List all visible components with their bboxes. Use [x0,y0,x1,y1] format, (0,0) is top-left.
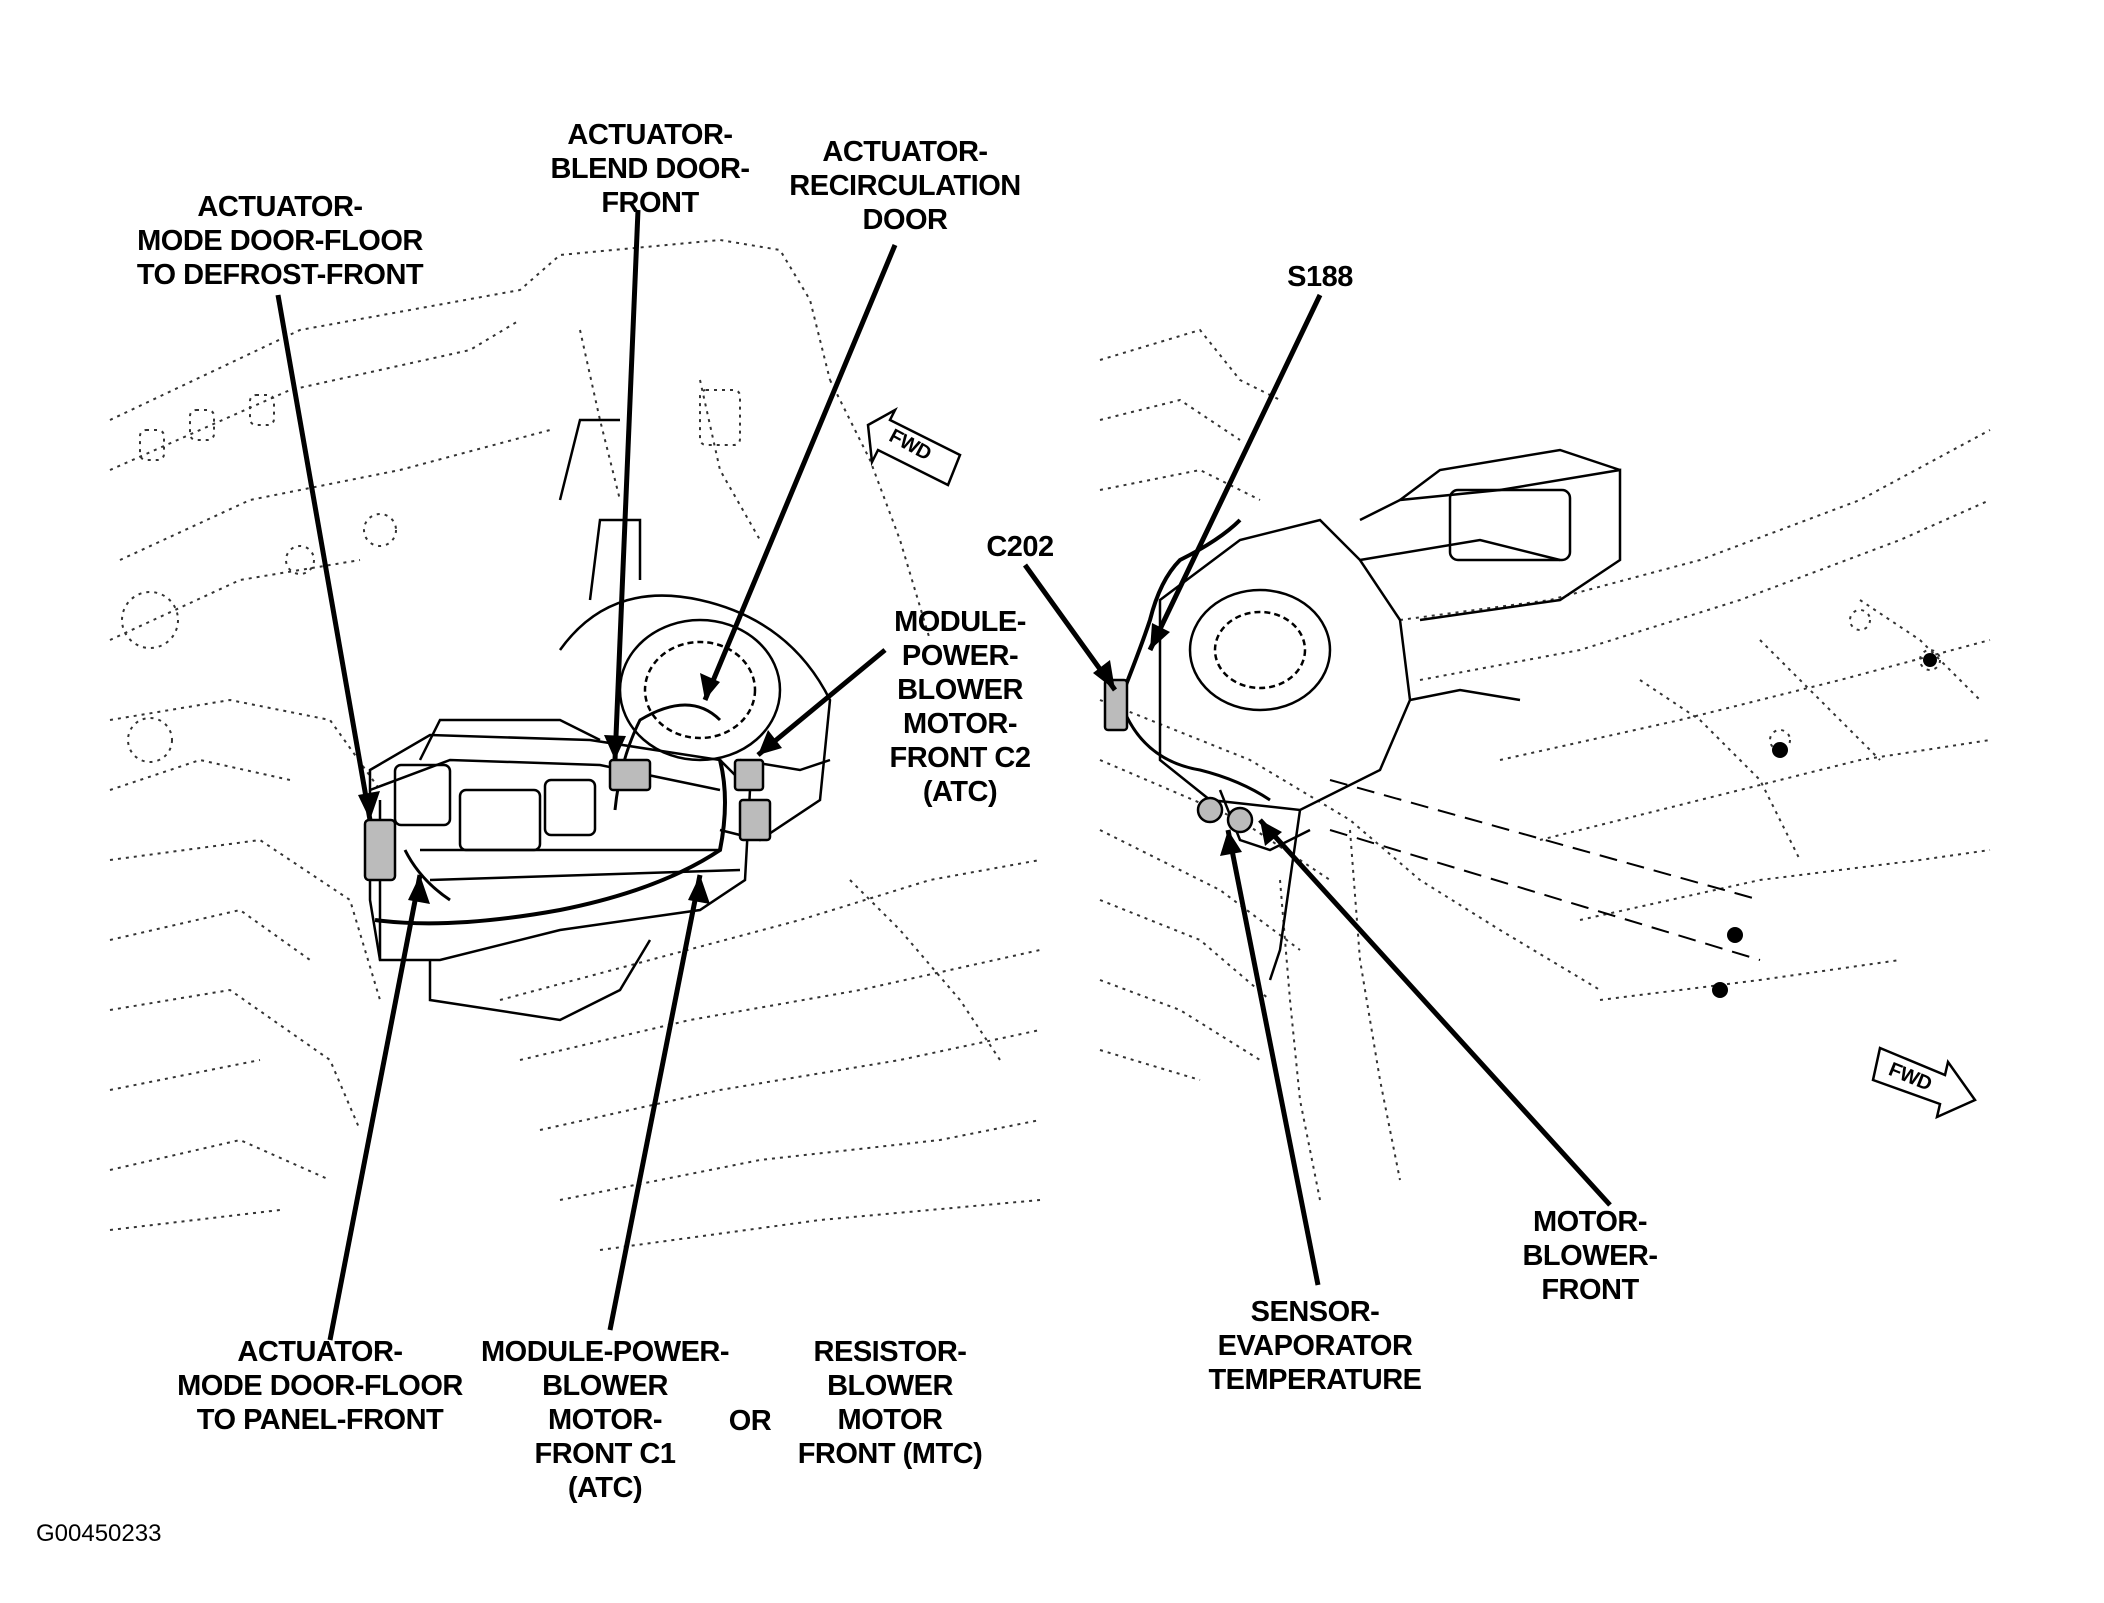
label-line: MOTOR- [902,708,1018,740]
left-body-structure [109,238,1041,1251]
label-line: BLOWER- [1522,1240,1658,1272]
label-line: SENSOR- [1250,1296,1380,1328]
label-line: TO PANEL-FRONT [196,1404,444,1436]
label-line: TO DEFROST-FRONT [136,259,424,291]
label-s188: S188 [1287,261,1353,293]
label-line: MODULE- [894,606,1026,638]
label-line: MODE DOOR-FLOOR [137,225,423,257]
fwd-arrow-left [866,406,962,487]
label-line: ACTUATOR- [822,136,988,168]
label-motor-blower-front: MOTOR- BLOWER- FRONT [1490,1205,1690,1307]
label-line: MOTOR- [1532,1206,1648,1238]
label-line: MOTOR- [547,1404,663,1436]
label-actuator-blend-door: ACTUATOR- BLEND DOOR- FRONT [540,118,760,220]
label-line: FRONT (MTC) [797,1438,983,1470]
label-line: FRONT C1 [534,1438,677,1470]
label-resistor-blower-motor: RESISTOR- BLOWER MOTOR FRONT (MTC) [780,1335,1000,1471]
right-body-structure [1099,328,1991,1201]
label-line: BLOWER [897,674,1023,706]
right-hvac-housing [1103,448,1622,981]
label-line: TEMPERATURE [1208,1364,1422,1396]
leader-arrowheads [358,623,1282,904]
label-or: OR [728,1405,772,1437]
label-c202: C202 [986,531,1054,563]
label-line: RECIRCULATION [789,170,1021,202]
label-sensor-evaporator-temperature: SENSOR- EVAPORATOR TEMPERATURE [1180,1295,1450,1397]
label-line: MODE DOOR-FLOOR [177,1370,463,1402]
figure-code: G00450233 [36,1520,162,1547]
label-line: ACTUATOR- [197,191,363,223]
label-line: (ATC) [567,1472,643,1504]
label-actuator-recirculation-door: ACTUATOR- RECIRCULATION DOOR [775,135,1035,237]
label-line: MODULE-POWER- [480,1336,730,1368]
label-line: BLOWER [542,1370,668,1402]
label-line: BLOWER [827,1370,953,1402]
label-line: FRONT [1541,1274,1639,1306]
label-line: FRONT [601,187,699,219]
label-line: RESISTOR- [813,1336,967,1368]
label-module-power-blower-c2: MODULE- POWER- BLOWER MOTOR- FRONT C2 (A… [860,605,1060,809]
left-hvac-housing [363,418,832,1022]
leader-lines [275,209,1612,1341]
label-line: FRONT C2 [889,742,1032,774]
label-actuator-mode-door-floor-defrost: ACTUATOR- MODE DOOR-FLOOR TO DEFROST-FRO… [130,190,430,292]
label-line: (ATC) [922,776,998,808]
label-line: ACTUATOR- [237,1336,403,1368]
label-line: MOTOR [837,1404,943,1436]
fwd-arrow-right [1871,1046,1977,1120]
label-module-power-blower-c1: MODULE-POWER- BLOWER MOTOR- FRONT C1 (AT… [475,1335,735,1505]
label-actuator-mode-door-floor-panel: ACTUATOR- MODE DOOR-FLOOR TO PANEL-FRONT [170,1335,470,1437]
label-line: EVAPORATOR [1217,1330,1413,1362]
label-line: DOOR [862,204,949,236]
label-line: BLEND DOOR- [550,153,750,185]
label-line: ACTUATOR- [567,119,733,151]
label-line: POWER- [901,640,1019,672]
